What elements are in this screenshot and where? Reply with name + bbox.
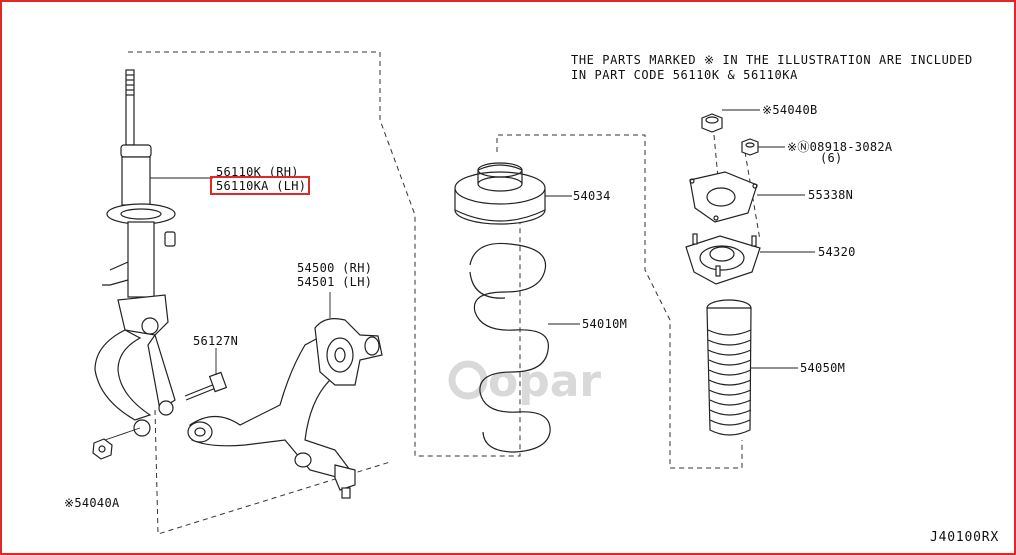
label-top-bolt-qty: (6) [820, 151, 843, 165]
diagram-code: J40100RX [930, 530, 999, 545]
dust-boot-part [706, 299, 752, 436]
label-top-bolt[interactable]: ※Ⓝ08918-3082A [787, 140, 893, 154]
label-nut-lower[interactable]: ※54040A [64, 496, 120, 510]
note-line-1: THE PARTS MARKED ※ IN THE ILLUSTRATION A… [571, 53, 973, 67]
coil-spring-part [469, 242, 551, 453]
top-nut-part [701, 113, 723, 133]
guide-line-top [713, 134, 719, 179]
bolt-part [184, 371, 228, 401]
strut-mount-part [685, 233, 761, 285]
label-arm-lh[interactable]: 54501 (LH) [297, 275, 372, 289]
plate-part [689, 171, 758, 223]
label-mount[interactable]: 54320 [818, 245, 856, 259]
guide-line-strut [128, 51, 521, 457]
highlight-box [210, 176, 310, 195]
spring-seat-part [454, 162, 546, 225]
watermark: opar [448, 356, 601, 407]
label-spring[interactable]: 54010M [582, 317, 627, 331]
lower-arm-part [187, 318, 383, 499]
label-top-nut[interactable]: ※54040B [762, 103, 818, 117]
guide-line-right [496, 134, 743, 469]
top-bolt-part [741, 138, 759, 156]
lower-nut-part [92, 427, 141, 460]
label-plate[interactable]: 55338N [808, 188, 853, 202]
note-line-2: IN PART CODE 56110K & 56110KA [571, 68, 798, 82]
watermark-text: opar [488, 356, 601, 407]
guide-line-bolt [744, 151, 761, 241]
label-strut-rh[interactable]: 56110K (RH) [216, 165, 299, 179]
label-boot[interactable]: 54050M [800, 361, 845, 375]
label-bolt[interactable]: 56127N [193, 334, 238, 348]
label-seat[interactable]: 54034 [573, 189, 611, 203]
strut-assembly [94, 69, 176, 437]
label-arm-rh[interactable]: 54500 (RH) [297, 261, 372, 275]
label-strut-lh[interactable]: 56110KA (LH) [216, 179, 306, 193]
